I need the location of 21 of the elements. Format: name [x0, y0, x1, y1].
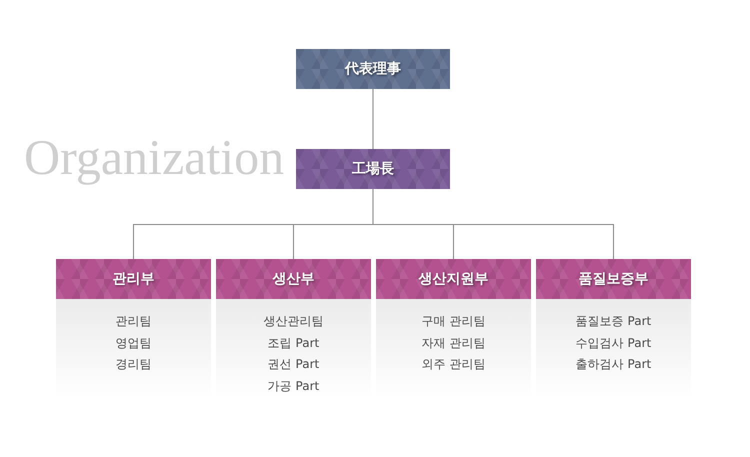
team-name: 출하검사 Part: [576, 356, 652, 373]
team-name: 가공 Part: [268, 378, 320, 394]
department-header: 생산부: [216, 259, 371, 299]
team-name: 경리팀: [116, 356, 152, 373]
org-box: 工場長: [296, 149, 450, 189]
team-name: 외주 관리팀: [422, 356, 486, 373]
team-name: 자재 관리팀: [422, 334, 486, 352]
department-header: 생산지원부: [376, 259, 531, 299]
team-name: 조립 Part: [268, 334, 320, 352]
team-name: 구매 관리팀: [422, 313, 486, 330]
connector-line: [372, 188, 614, 260]
team-name: 수입검사 Part: [576, 334, 652, 352]
department-header: 품질보증부: [536, 259, 691, 299]
org-box: 代表理事: [296, 49, 450, 89]
team-name: 권선 Part: [268, 356, 320, 373]
team-name: 품질보증 Part: [576, 313, 652, 330]
department-header: 관리부: [56, 259, 211, 299]
connector-line: [372, 88, 374, 150]
team-name: 관리팀: [116, 313, 152, 330]
team-name: 생산관리팀: [264, 313, 324, 330]
team-name: 영업팀: [116, 334, 152, 352]
